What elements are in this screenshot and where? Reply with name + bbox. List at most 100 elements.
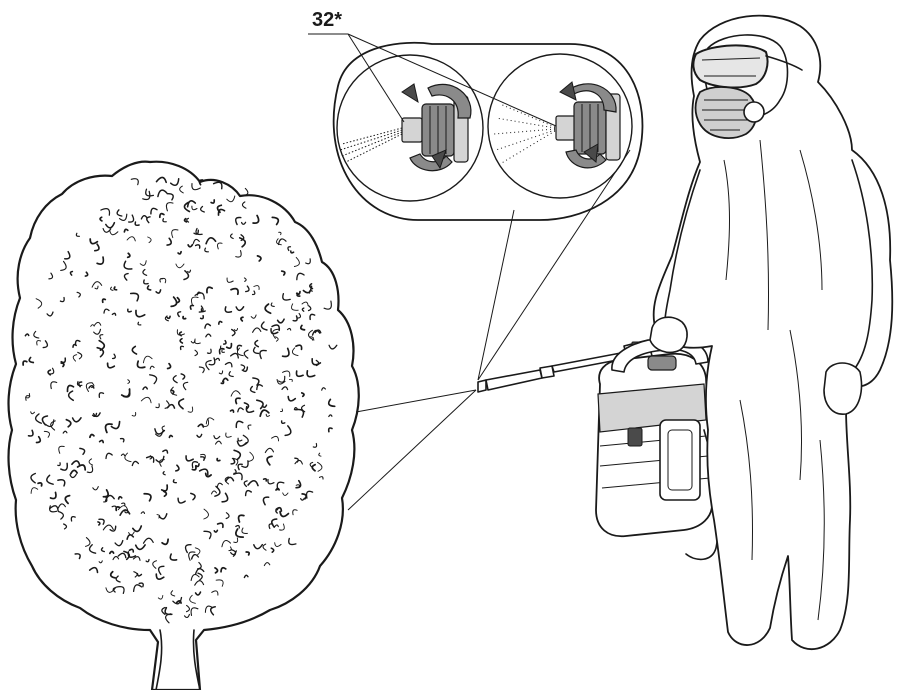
leaf-stroke: [329, 399, 335, 406]
leaf-stroke: [207, 287, 212, 292]
leaf-stroke: [157, 177, 167, 182]
leaf-stroke: [31, 488, 38, 494]
leaf-stroke: [237, 348, 243, 356]
leaf-stroke: [251, 387, 255, 393]
goggles: [693, 45, 767, 87]
leaf-stroke: [278, 319, 285, 323]
leaf-stroke: [253, 291, 255, 295]
leaf-stroke: [71, 470, 77, 473]
leaf-stroke: [135, 222, 139, 225]
fan-spray-mist: [494, 104, 555, 164]
leaf-stroke: [196, 592, 201, 595]
leaf-stroke: [78, 465, 86, 470]
leaf-stroke: [268, 480, 274, 484]
leaf-stroke: [144, 494, 151, 501]
leaf-stroke: [265, 448, 273, 452]
leaf-stroke: [108, 363, 115, 368]
leaf-stroke: [186, 545, 191, 553]
leaf-stroke: [148, 237, 151, 243]
leaf-stroke: [254, 347, 259, 353]
leaf-stroke: [178, 312, 181, 317]
leaf-stroke: [47, 312, 53, 316]
leaf-stroke: [329, 428, 332, 432]
leaf-stroke: [137, 574, 141, 576]
leaf-stroke: [224, 341, 226, 345]
leaf-stroke: [296, 371, 303, 376]
leaf-stroke: [211, 607, 216, 615]
leaf-stroke: [162, 539, 168, 544]
leaf-stroke: [216, 580, 223, 586]
leaf-stroke: [187, 605, 190, 611]
leaf-stroke: [214, 182, 222, 188]
leaf-stroke: [254, 545, 262, 549]
leaf-stroke: [72, 461, 80, 465]
leaf-stroke: [272, 217, 278, 224]
leaf-stroke: [241, 317, 243, 321]
leaf-stroke: [37, 437, 41, 443]
leaf-stroke: [85, 272, 87, 276]
leaf-stroke: [190, 595, 196, 603]
leaf-stroke: [302, 393, 304, 396]
leaf-stroke: [232, 330, 235, 336]
leaf-stroke: [236, 421, 243, 427]
leaf-stroke: [253, 378, 259, 385]
leaf-stroke: [59, 446, 64, 453]
leaf-stroke: [164, 491, 167, 496]
leaf-stroke: [124, 261, 132, 269]
leaf-stroke: [66, 420, 70, 427]
leaf-stroke: [263, 497, 268, 505]
leaf-stroke: [138, 322, 141, 325]
leaf-stroke: [141, 512, 144, 514]
leaf-stroke: [150, 366, 154, 369]
leaf-stroke: [238, 408, 243, 412]
leaf-stroke: [244, 481, 247, 487]
leaf-stroke: [239, 515, 244, 522]
leaf-stroke: [212, 591, 218, 595]
leaf-stroke: [124, 274, 128, 281]
leaf-stroke: [178, 252, 181, 254]
leaf-stroke: [89, 459, 93, 465]
leaf-stroke: [208, 349, 212, 353]
leaf-stroke: [181, 374, 184, 379]
leaf-stroke: [297, 292, 300, 295]
leaf-stroke: [77, 292, 80, 297]
leaf-stroke: [29, 430, 33, 436]
leaf-stroke: [195, 350, 198, 355]
leaf-stroke: [64, 524, 67, 529]
leaf-stroke: [163, 219, 166, 222]
leaf-stroke: [234, 329, 237, 331]
leaf-stroke: [288, 397, 295, 401]
leaf-stroke: [190, 305, 193, 309]
leaf-stroke: [206, 238, 216, 244]
leaf-stroke: [201, 316, 204, 319]
leaf-stroke: [65, 252, 70, 259]
leaf-stroke: [192, 184, 200, 190]
leaf-stroke: [249, 452, 254, 461]
leaf-stroke: [316, 360, 318, 365]
leaf-stroke: [307, 371, 315, 377]
leaf-stroke: [253, 328, 261, 332]
shrub-outline: [9, 162, 359, 690]
leaf-stroke: [288, 328, 291, 330]
leaf-stroke: [115, 541, 123, 546]
leaf-stroke: [320, 477, 324, 479]
leaf-stroke: [73, 345, 76, 348]
leaf-stroke: [44, 431, 49, 437]
leaf-stroke: [102, 548, 105, 552]
leaf-stroke: [103, 525, 113, 530]
leaf-stroke: [100, 335, 103, 339]
leaf-stroke: [226, 433, 231, 437]
leaf-stroke: [206, 418, 214, 424]
leaf-stroke: [134, 572, 137, 577]
leaf-stroke: [150, 375, 157, 384]
shrub: [9, 162, 359, 690]
leaf-stroke: [49, 273, 53, 279]
leaf-stroke: [143, 356, 152, 363]
leaf-stroke: [191, 341, 195, 343]
leaf-stroke: [116, 587, 124, 594]
leaf-stroke: [87, 466, 92, 472]
leaf-stroke: [46, 420, 54, 427]
leaf-stroke: [111, 422, 119, 429]
leaf-stroke: [209, 358, 215, 365]
